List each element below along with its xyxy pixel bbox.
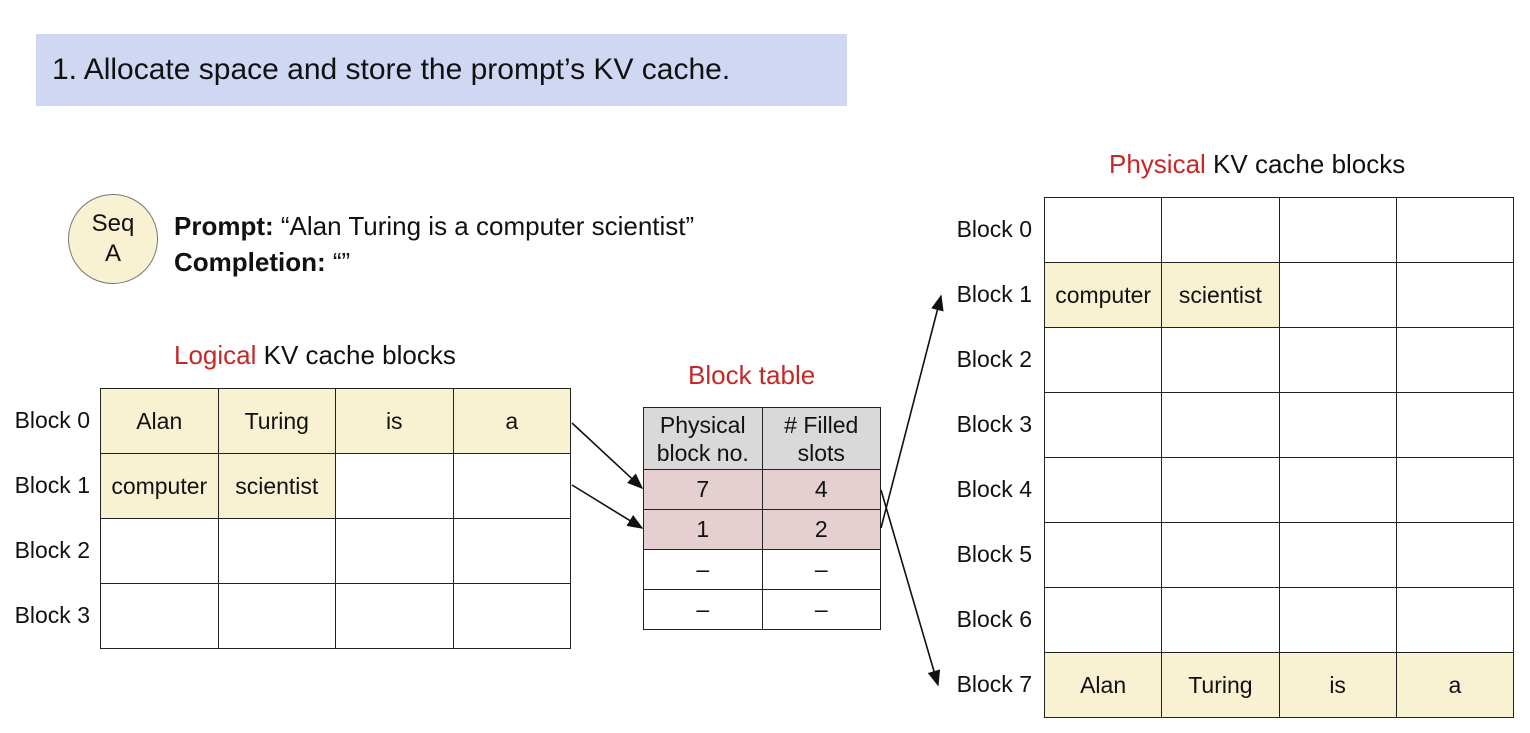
logical-cell-1-1: scientist <box>217 453 336 519</box>
physical-row-label-4: Block 4 <box>956 475 1032 502</box>
sequence-badge: Seq A <box>68 194 158 284</box>
physical-cell-6-0 <box>1043 587 1163 653</box>
logical-row-3 <box>100 583 571 649</box>
block-table-header-0: Physical block no. <box>643 407 763 470</box>
block-table-header-row: Physical block no.# Filled slots <box>643 407 881 470</box>
physical-cell-1-1: scientist <box>1161 262 1280 328</box>
physical-cell-5-0 <box>1043 522 1163 588</box>
step-title: 1. Allocate space and store the prompt’s… <box>52 53 731 86</box>
logical-row-label-2: Block 2 <box>14 536 90 563</box>
block-table-cell-3-0: – <box>643 589 763 630</box>
physical-title-rest: KV cache blocks <box>1205 149 1406 179</box>
block-table-cell-0-1: 4 <box>761 469 881 510</box>
physical-cell-2-2 <box>1278 327 1397 393</box>
completion-text: “” <box>325 247 351 277</box>
physical-row-6 <box>1043 587 1515 653</box>
physical-cell-3-1 <box>1161 392 1280 458</box>
physical-cell-7-3: a <box>1395 652 1515 718</box>
block-table-cell-0-0: 7 <box>643 469 763 510</box>
step-banner: 1. Allocate space and store the prompt’s… <box>36 34 847 106</box>
physical-cell-3-2 <box>1278 392 1397 458</box>
physical-row-label-0: Block 0 <box>956 215 1032 242</box>
physical-row-5 <box>1043 522 1515 588</box>
physical-title-highlight: Physical <box>1109 149 1206 179</box>
block-table-row-2: –– <box>643 549 881 590</box>
sequence-info: Prompt: “Alan Turing is a computer scien… <box>174 208 694 280</box>
arrow-table-to-physical1 <box>880 294 944 529</box>
physical-row-label-6: Block 6 <box>956 605 1032 632</box>
arrow-table-to-physical7 <box>880 489 941 687</box>
physical-cell-3-3 <box>1395 392 1515 458</box>
physical-cell-7-2: is <box>1278 652 1397 718</box>
logical-cell-1-2 <box>335 453 454 519</box>
block-table-header-1: # Filled slots <box>761 407 881 470</box>
logical-cell-2-3 <box>452 518 571 584</box>
physical-cell-7-1: Turing <box>1161 652 1280 718</box>
physical-row-0 <box>1043 197 1515 263</box>
logical-cell-0-0: Alan <box>100 388 219 454</box>
physical-cell-0-0 <box>1043 197 1163 263</box>
logical-cell-0-2: is <box>335 388 454 454</box>
completion-line: Completion: “” <box>174 244 694 280</box>
logical-row-2 <box>100 518 571 584</box>
logical-cell-0-3: a <box>452 388 571 454</box>
physical-row-label-1: Block 1 <box>956 280 1032 307</box>
physical-cell-0-3 <box>1395 197 1515 263</box>
physical-row-label-2: Block 2 <box>956 345 1032 372</box>
physical-cell-4-3 <box>1395 457 1515 523</box>
physical-cell-5-3 <box>1395 522 1515 588</box>
physical-cell-6-2 <box>1278 587 1397 653</box>
physical-title: Physical KV cache blocks <box>1109 149 1405 180</box>
block-table-cell-1-1: 2 <box>761 509 881 550</box>
block-table-title: Block table <box>688 360 816 390</box>
prompt-label: Prompt: <box>174 211 274 241</box>
logical-title-highlight: Logical <box>174 340 257 370</box>
logical-title-rest: KV cache blocks <box>256 340 456 370</box>
physical-cell-1-3 <box>1395 262 1515 328</box>
sequence-badge-line1: Seq <box>91 210 135 237</box>
logical-row-label-3: Block 3 <box>14 601 90 628</box>
prompt-text: “Alan Turing is a computer scientist” <box>273 211 695 241</box>
logical-cell-3-1 <box>217 583 336 649</box>
block-table-cell-1-0: 1 <box>643 509 763 550</box>
logical-cell-2-1 <box>217 518 336 584</box>
physical-row-label-5: Block 5 <box>956 540 1032 567</box>
prompt-line: Prompt: “Alan Turing is a computer scien… <box>174 208 694 244</box>
block-table-cell-3-1: – <box>761 589 881 630</box>
logical-cell-3-3 <box>452 583 571 649</box>
logical-cell-3-2 <box>335 583 454 649</box>
sequence-badge-line2: A <box>104 240 121 267</box>
physical-cell-6-3 <box>1395 587 1515 653</box>
physical-row-label-7: Block 7 <box>956 670 1032 697</box>
logical-cell-0-1: Turing <box>217 388 336 454</box>
logical-row-label-1: Block 1 <box>14 471 90 498</box>
physical-cell-4-1 <box>1161 457 1280 523</box>
physical-cell-1-2 <box>1278 262 1397 328</box>
arrow-logical0-to-table <box>571 422 644 490</box>
physical-cell-5-2 <box>1278 522 1397 588</box>
physical-row-label-3: Block 3 <box>956 410 1032 437</box>
physical-cell-7-0: Alan <box>1043 652 1163 718</box>
logical-title: Logical KV cache blocks <box>174 340 456 371</box>
block-table-cell-2-0: – <box>643 549 763 590</box>
logical-row-label-0: Block 0 <box>14 406 90 433</box>
arrow-logical1-to-table <box>571 484 644 529</box>
logical-cell-2-0 <box>100 518 219 584</box>
block-table-row-3: –– <box>643 589 881 630</box>
physical-cell-2-3 <box>1395 327 1515 393</box>
logical-cell-1-0: computer <box>100 453 219 519</box>
logical-cell-3-0 <box>100 583 219 649</box>
completion-label: Completion: <box>174 247 326 277</box>
physical-cell-1-0: computer <box>1043 262 1163 328</box>
